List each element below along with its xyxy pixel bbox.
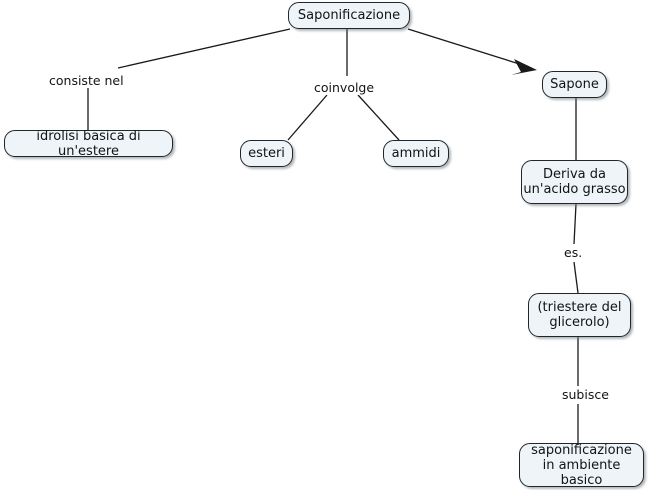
- node-deriva-da-un-acido-grasso[interactable]: Deriva da un'acido grasso: [521, 160, 628, 204]
- node-esteri[interactable]: esteri: [240, 140, 293, 167]
- node-saponificazione-in-ambiente-basico[interactable]: saponificazione in ambiente basico: [519, 443, 644, 488]
- edge-label-es: es.: [562, 245, 585, 260]
- edge-deriva-to-es: [573, 203, 577, 245]
- node-triestere-del-glicerolo[interactable]: (triestere del glicerolo): [528, 293, 631, 337]
- node-saponificazione[interactable]: Saponificazione: [288, 2, 410, 29]
- node-sapone[interactable]: Sapone: [542, 71, 607, 98]
- edge-label-consiste-nel: consiste nel: [47, 73, 126, 88]
- edge-coinvolge-to-ammidi: [357, 94, 400, 141]
- edge-coinvolge-to-esteri: [287, 94, 328, 141]
- arrowhead-icon: [511, 59, 537, 75]
- edge-saponificazione-to-sapone: [407, 28, 530, 68]
- node-idrolisi-basica[interactable]: idrolisi basica di un'estere: [4, 129, 173, 159]
- edge-saponificazione-to-consiste-nel: [117, 28, 291, 69]
- node-ammidi[interactable]: ammidi: [383, 140, 449, 167]
- edge-es-to-triestere: [573, 261, 579, 294]
- edge-label-coinvolge: coinvolge: [312, 80, 377, 95]
- edge-label-subisce: subisce: [560, 387, 611, 402]
